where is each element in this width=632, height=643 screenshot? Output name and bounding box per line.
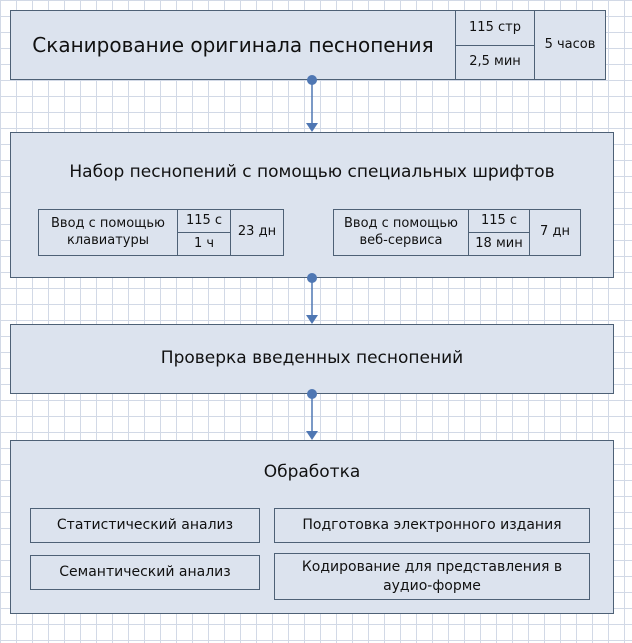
divider [455, 11, 456, 79]
connector-dot [307, 389, 317, 399]
step-verification-title: Проверка введенных песнопений [160, 348, 464, 369]
keyboard-input-label: Ввод с помощью клавиатуры [51, 216, 165, 248]
divider [534, 11, 535, 79]
step-typesetting-box: Набор песнопений с помощью специальных ш… [10, 132, 614, 278]
web-time-per-page: 18 мин [475, 235, 523, 251]
connector-2-3 [306, 273, 318, 324]
connector-1-2 [306, 75, 318, 132]
electronic-edition-box: Подготовка электронного издания [274, 508, 590, 543]
connector-dot [307, 273, 317, 283]
keyboard-time-per-page: 1 ч [193, 235, 215, 251]
web-total-time: 7 дн [540, 224, 570, 240]
keyboard-input-table: Ввод с помощью клавиатуры 115 с 1 ч 23 д… [38, 209, 284, 256]
step-scanning-title: Сканирование оригинала песнопения [32, 32, 434, 57]
step-scanning-box: Сканирование оригинала песнопения 115 ст… [10, 10, 606, 80]
keyboard-total-time: 23 дн [237, 224, 277, 240]
arrow-down-icon [306, 315, 318, 324]
audio-encoding-box: Кодирование для представления в аудио-фо… [274, 553, 590, 600]
connector-dot [307, 75, 317, 85]
web-input-label: Ввод с помощью веб-сервиса [344, 216, 458, 248]
statistical-analysis-box: Статистический анализ [30, 508, 260, 543]
scan-total-time: 5 часов [544, 36, 596, 52]
semantic-analysis-box: Семантический анализ [30, 555, 260, 590]
web-input-table: Ввод с помощью веб-сервиса 115 с 18 мин … [333, 209, 581, 256]
divider [456, 45, 534, 46]
step-processing-box: Обработка Статистический анализ Подготов… [10, 440, 614, 614]
divider [529, 210, 530, 255]
arrow-down-icon [306, 123, 318, 132]
arrow-down-icon [306, 431, 318, 440]
divider [468, 210, 469, 255]
scan-pages-count: 115 стр [469, 19, 521, 35]
connector-3-4 [306, 389, 318, 440]
divider [178, 232, 230, 233]
keyboard-pages-count: 115 с [185, 212, 223, 228]
step-processing-title: Обработка [263, 462, 361, 483]
web-pages-count: 115 с [480, 212, 518, 228]
step-typesetting-title: Набор песнопений с помощью специальных ш… [69, 162, 555, 183]
divider [177, 210, 178, 255]
divider [469, 232, 529, 233]
scan-time-per-page: 2,5 мин [469, 54, 521, 70]
divider [230, 210, 231, 255]
